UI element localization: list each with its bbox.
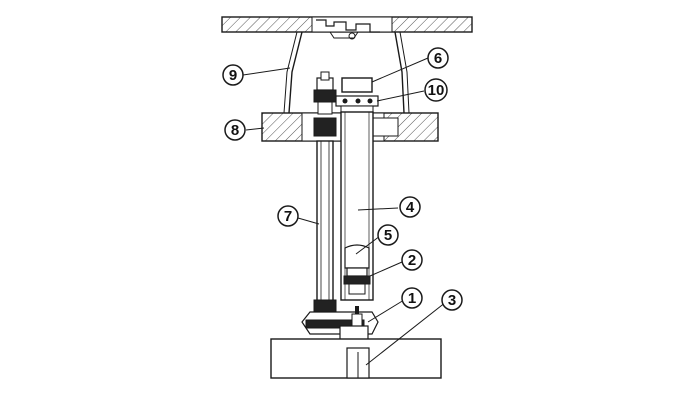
piston (343, 244, 371, 295)
callout-label: 6 (434, 50, 442, 67)
callout-label: 8 (231, 122, 239, 139)
callout-label: 7 (284, 208, 292, 225)
callout-3: 3 (441, 289, 463, 311)
callout-9: 9 (222, 64, 244, 86)
left-column (313, 71, 337, 313)
housing-shroud (283, 31, 410, 114)
base-block (270, 338, 442, 379)
foot-assembly (301, 306, 379, 349)
callout-label: 4 (406, 199, 415, 216)
callout-label: 2 (408, 252, 416, 269)
callout-label: 9 (229, 67, 237, 84)
callout-label: 10 (428, 82, 445, 99)
callout-7: 7 (277, 205, 299, 227)
callout-10: 10 (424, 78, 448, 102)
top-plate (221, 16, 473, 40)
callout-8: 8 (224, 119, 246, 141)
callout-5: 5 (377, 224, 399, 246)
callout-6: 6 (427, 47, 449, 69)
leader-lines (242, 57, 447, 366)
callout-2: 2 (401, 249, 423, 271)
callout-label: 5 (384, 227, 392, 244)
callout-1: 1 (401, 287, 423, 309)
callout-4: 4 (399, 196, 421, 218)
callout-label: 3 (448, 292, 456, 309)
callout-label: 1 (408, 290, 416, 307)
